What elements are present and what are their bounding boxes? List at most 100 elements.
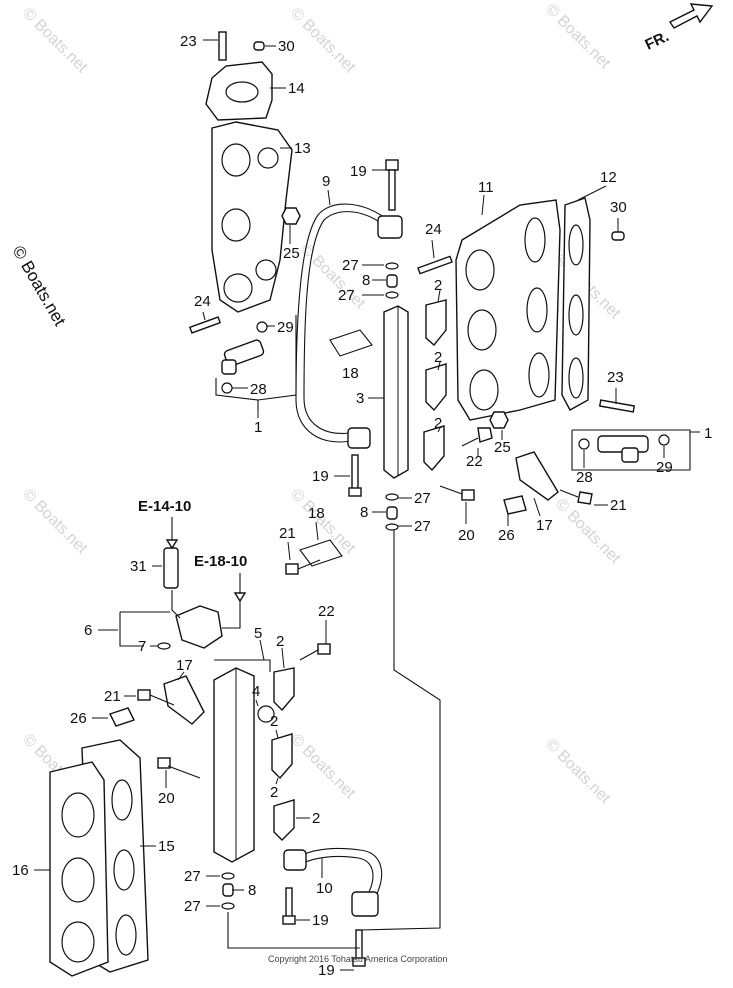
bolt-head-shape bbox=[385, 159, 399, 171]
callout-12: 12 bbox=[600, 169, 617, 186]
injector-connector bbox=[621, 447, 639, 463]
pipe-fitting-shape bbox=[347, 427, 371, 449]
fuel-pipe-lower bbox=[295, 847, 383, 897]
callout-25: 25 bbox=[283, 245, 300, 262]
bracket-line bbox=[227, 912, 360, 949]
fuel-rail-lower bbox=[213, 667, 255, 863]
callout-4: 4 bbox=[252, 683, 260, 700]
callout-22: 22 bbox=[318, 603, 335, 620]
watermark: © Boats.net bbox=[19, 486, 91, 558]
pin-shape bbox=[611, 231, 625, 241]
manifold-port bbox=[526, 287, 548, 333]
injector-left bbox=[221, 339, 265, 375]
bolt-head-shape bbox=[285, 563, 299, 575]
bolt-shaft-shape bbox=[285, 887, 293, 919]
manifold-port bbox=[528, 352, 550, 398]
assembly-leader bbox=[359, 530, 441, 931]
pipe-fitting-shape bbox=[351, 891, 379, 917]
callout-8: 8 bbox=[362, 272, 370, 289]
callout-20: 20 bbox=[158, 790, 175, 807]
nut-shape bbox=[489, 411, 509, 429]
callout-19: 19 bbox=[350, 163, 367, 180]
bracket-line bbox=[214, 659, 271, 672]
bolt-head-shape bbox=[348, 487, 362, 497]
watermark: © Boats.net bbox=[297, 241, 369, 313]
pressure-regulator-shape bbox=[175, 605, 223, 649]
gasket-port bbox=[225, 81, 259, 103]
callout-2: 2 bbox=[270, 713, 278, 730]
callout-23: 23 bbox=[607, 369, 624, 386]
bracket-shape bbox=[423, 425, 445, 472]
callout-28: 28 bbox=[250, 381, 267, 398]
seal-ring bbox=[221, 872, 235, 880]
callout-21: 21 bbox=[279, 525, 296, 542]
bolt-shaft-line bbox=[559, 489, 579, 498]
bolt-shaft-line bbox=[299, 649, 319, 661]
callout-11: 11 bbox=[478, 179, 494, 196]
callout-9: 9 bbox=[322, 173, 330, 190]
arrow-head-icon bbox=[233, 592, 247, 603]
gasket-port bbox=[111, 779, 133, 821]
regulator-hose bbox=[171, 590, 181, 619]
callout-18: 18 bbox=[342, 365, 359, 382]
watermark: © Boats.net bbox=[287, 731, 359, 803]
spacer-shape bbox=[222, 883, 234, 897]
spacer-shape bbox=[386, 274, 398, 288]
callout-2: 2 bbox=[270, 784, 278, 801]
watermark: © Boats.net bbox=[542, 736, 614, 808]
manifold-port bbox=[223, 273, 253, 303]
bracket-line bbox=[119, 612, 144, 647]
callout-27: 27 bbox=[184, 898, 201, 915]
callout-20: 20 bbox=[458, 527, 475, 544]
bracket-shape bbox=[515, 451, 559, 501]
seal-ring bbox=[157, 642, 171, 650]
manifold-port bbox=[61, 792, 95, 838]
callout-15: 15 bbox=[158, 838, 175, 855]
o-ring bbox=[578, 438, 590, 450]
spacer-shape bbox=[386, 506, 398, 520]
callout-3: 3 bbox=[356, 390, 364, 407]
stud-shape bbox=[188, 316, 222, 334]
callout-19: 19 bbox=[312, 912, 329, 929]
watermark: © Boats.net bbox=[287, 5, 359, 77]
callout-6: 6 bbox=[84, 622, 92, 639]
bracket-shape bbox=[425, 363, 447, 412]
callout-17: 17 bbox=[176, 657, 193, 674]
callout-18: 18 bbox=[308, 505, 325, 522]
front-label: FR. bbox=[643, 28, 672, 54]
manifold-port bbox=[465, 249, 495, 291]
nut-shape bbox=[281, 207, 301, 225]
callout-1: 1 bbox=[254, 419, 262, 436]
callout-27: 27 bbox=[338, 287, 355, 304]
copyright-notice: Copyright 2016 Tohatsu America Corporati… bbox=[268, 954, 447, 964]
callout-26: 26 bbox=[498, 527, 515, 544]
manifold-port bbox=[255, 259, 277, 281]
pipe-fitting-shape bbox=[377, 215, 403, 239]
clip-shape bbox=[109, 707, 135, 727]
callout-2: 2 bbox=[434, 277, 442, 294]
callout-27: 27 bbox=[414, 518, 431, 535]
callout-27: 27 bbox=[342, 257, 359, 274]
reference-e-14-10: E-14-10 bbox=[138, 498, 191, 515]
callout-24: 24 bbox=[194, 293, 211, 310]
bolt-shaft-shape bbox=[351, 454, 359, 491]
fuel-pipe-upper bbox=[295, 203, 386, 443]
bolt-head-shape bbox=[282, 915, 296, 925]
gasket-port bbox=[113, 849, 135, 891]
seal-ring bbox=[385, 262, 399, 270]
bolt-shape bbox=[257, 705, 275, 723]
clip-shape bbox=[299, 539, 343, 567]
callout-30: 30 bbox=[610, 199, 627, 216]
callout-28: 28 bbox=[576, 469, 593, 486]
seal-ring bbox=[385, 523, 399, 531]
gasket-port bbox=[115, 914, 137, 956]
callout-22: 22 bbox=[466, 453, 483, 470]
callout-21: 21 bbox=[610, 497, 627, 514]
callout-27: 27 bbox=[184, 868, 201, 885]
callout-21: 21 bbox=[104, 688, 121, 705]
front-arrow-icon bbox=[668, 3, 714, 29]
side-watermark: © Boats.net bbox=[9, 243, 70, 330]
bolt-shaft-line bbox=[439, 485, 463, 495]
o-ring bbox=[658, 434, 670, 446]
